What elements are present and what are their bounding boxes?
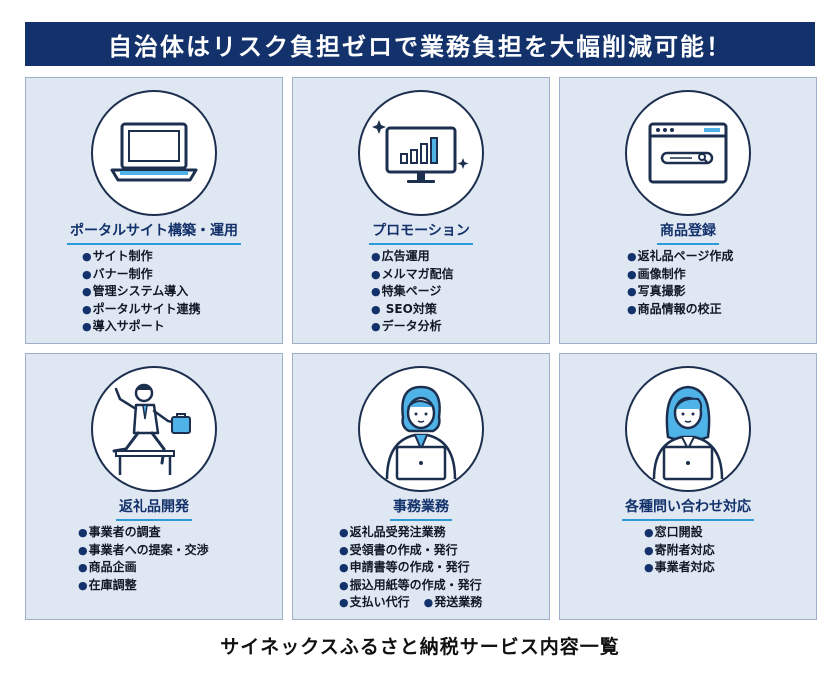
- service-list: 返礼品受発注業務 受領書の作成・発行 申請書等の作成・発行 振込用紙等の作成・発…: [339, 524, 483, 612]
- list-item: 商品情報の校正: [627, 301, 733, 319]
- service-panel-inquiry-support: 各種問い合わせ対応 窓口開設 寄附者対応 事業者対応: [559, 353, 817, 620]
- list-item: 発送業務: [424, 595, 483, 609]
- list-item: 返礼品受発注業務: [339, 524, 482, 542]
- icon-circle: [91, 90, 217, 216]
- list-item: ポータルサイト連携: [82, 301, 201, 319]
- list-item: 申請書等の作成・発行: [339, 559, 482, 577]
- icon-circle: [625, 366, 751, 492]
- panel-title: プロモーション: [369, 220, 473, 245]
- list-item: 事業者対応: [644, 559, 715, 577]
- list-item: 事業者への提案・交渉: [78, 542, 209, 560]
- list-item: 寄附者対応: [644, 542, 715, 560]
- list-item: 管理システム導入: [82, 283, 201, 301]
- service-panel-product-registration: 商品登録 返礼品ページ作成 画像制作 写真撮影 商品情報の校正: [559, 77, 817, 344]
- businessman-hurdle-icon: [112, 383, 191, 475]
- icon-circle: [625, 90, 751, 216]
- list-item: 商品企画: [78, 559, 209, 577]
- panel-title: 各種問い合わせ対応: [622, 496, 754, 521]
- service-list: サイト制作 バナー制作 管理システム導入 ポータルサイト連携 導入サポート: [82, 248, 201, 336]
- service-list: 事業者の調査 事業者への提案・交渉 商品企画 在庫調整: [78, 524, 209, 594]
- list-item: 窓口開設: [644, 524, 715, 542]
- panel-title: ポータルサイト構築・運用: [67, 220, 241, 245]
- list-item: 振込用紙等の作成・発行: [339, 577, 482, 595]
- laptop-icon: [110, 122, 198, 182]
- service-panel-portal: ポータルサイト構築・運用 サイト制作 バナー制作 管理システム導入 ポータルサイ…: [25, 77, 283, 344]
- list-item: 支払い代行発送業務: [339, 594, 483, 612]
- list-item-text: 支払い代行: [349, 595, 410, 609]
- list-item: SEO対策: [371, 301, 454, 319]
- service-list: 窓口開設 寄附者対応 事業者対応: [644, 524, 715, 577]
- list-item: 事業者の調査: [78, 524, 209, 542]
- service-panel-office-work: 事務業務 返礼品受発注業務 受領書の作成・発行 申請書等の作成・発行 振込用紙等…: [292, 353, 550, 620]
- list-item: 画像制作: [627, 266, 733, 284]
- list-item: データ分析: [371, 318, 454, 336]
- page-banner: 自治体はリスク負担ゼロで業務負担を大幅削減可能！: [25, 22, 815, 66]
- list-item: メルマガ配信: [371, 266, 454, 284]
- list-item: バナー制作: [82, 266, 201, 284]
- list-item: 導入サポート: [82, 318, 201, 336]
- icon-circle: [358, 366, 484, 492]
- icon-circle: [91, 366, 217, 492]
- panel-title: 事務業務: [390, 496, 452, 521]
- list-item: 写真撮影: [627, 283, 733, 301]
- service-list: 広告運用 メルマガ配信 特集ページ SEO対策 データ分析: [371, 248, 454, 336]
- list-item: サイト制作: [82, 248, 201, 266]
- list-item: 受領書の作成・発行: [339, 542, 482, 560]
- list-item: 広告運用: [371, 248, 454, 266]
- office-worker-laptop-icon: [385, 385, 457, 481]
- list-item: 在庫調整: [78, 577, 209, 595]
- analytics-monitor-icon: [372, 120, 469, 183]
- panel-title: 返礼品開発: [116, 496, 192, 521]
- browser-search-icon: [648, 122, 728, 184]
- service-panel-gift-development: 返礼品開発 事業者の調査 事業者への提案・交渉 商品企画 在庫調整: [25, 353, 283, 620]
- list-item: 返礼品ページ作成: [627, 248, 734, 266]
- service-list: 返礼品ページ作成 画像制作 写真撮影 商品情報の校正: [627, 248, 734, 319]
- icon-circle: [358, 90, 484, 216]
- support-staff-laptop-icon: [652, 385, 724, 481]
- list-item: 特集ページ: [371, 283, 454, 301]
- panel-title: 商品登録: [657, 220, 719, 245]
- page-caption: サイネックスふるさと納税サービス内容一覧: [220, 636, 620, 658]
- service-panel-promotion: プロモーション 広告運用 メルマガ配信 特集ページ SEO対策 データ分析: [292, 77, 550, 344]
